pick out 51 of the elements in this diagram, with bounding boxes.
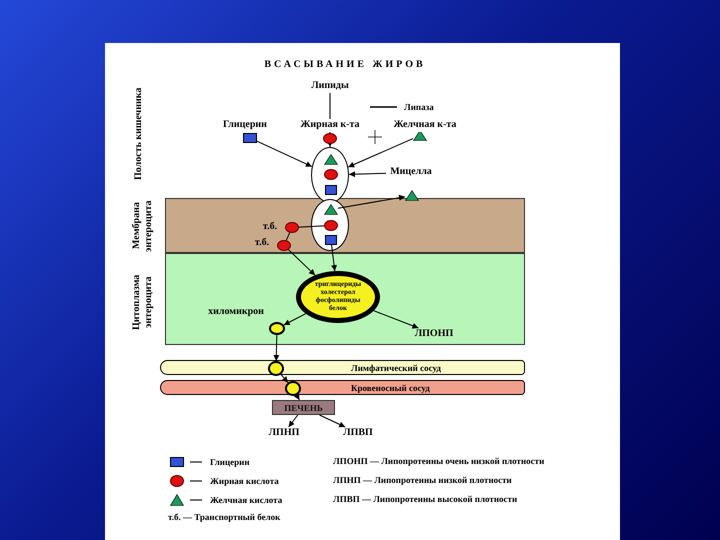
connector-line [286,232,290,241]
legend-label: Жирная кислота [210,475,280,487]
legend-note: ЛПОНП — Липопротеины очень низкой плотности [333,455,546,467]
legend-note: т.б. — Транспортный белок [168,511,282,523]
arrow [373,310,419,329]
arrow [338,194,406,209]
organ-box [272,400,335,415]
region-label: Полость кишечника [133,86,145,182]
organ-label: ПЕЧЕНЬ [283,402,324,414]
square-symbol [325,235,337,245]
protein-label: т.б. [262,221,278,233]
vessel-label: Кровеносный сосуд [351,382,430,394]
vessel-tube [160,360,525,375]
arrow [256,140,312,168]
circle-symbol [285,381,301,396]
particle-label: хиломикрон [207,306,265,318]
arrow [348,171,386,178]
triangle-symbol [405,190,419,201]
enzyme-label: Липаза [404,101,435,113]
lipoprotein-label: ЛПНП [266,427,302,439]
circle-symbol [324,169,338,180]
callout-label: Мицелла [386,166,436,179]
connector-line [298,225,324,228]
legend-note: ЛПНП — Липопротеины низкой плотности [333,474,513,486]
layer-label: Цитоплазма энтероцита [131,273,155,332]
square-symbol [325,185,337,195]
arrow [319,414,346,428]
triangle-symbol [324,204,338,215]
arrow [331,244,338,272]
arrow [273,334,280,362]
arrow [294,393,300,400]
substance-label: Липиды [307,80,353,93]
vessel-label: Лимфатический сосуд [351,362,441,374]
arrow [327,141,333,148]
lipoprotein-label: ЛПОНП [412,328,456,340]
triangle-symbol [324,154,338,165]
lipoprotein-label: ЛПВП [340,427,376,439]
legend-label: Глицерин [210,456,251,468]
circle-symbol [324,220,338,231]
legend-label: Желчная кислота [210,494,284,506]
arrow [288,249,316,276]
arrow [288,414,298,428]
layer-label: Мембрана энтероцита [131,200,155,252]
legend-note: ЛПВП — Липопротеины высокой плотности [333,493,518,505]
arrow [348,138,414,168]
diagram-title: ВСАСЫВАНИЕ ЖИРОВ [263,59,427,71]
circle-symbol [268,361,284,376]
arrow [283,313,306,326]
vessel-tube [160,380,525,395]
arrow [280,374,288,384]
protein-label: т.б. [254,237,270,249]
